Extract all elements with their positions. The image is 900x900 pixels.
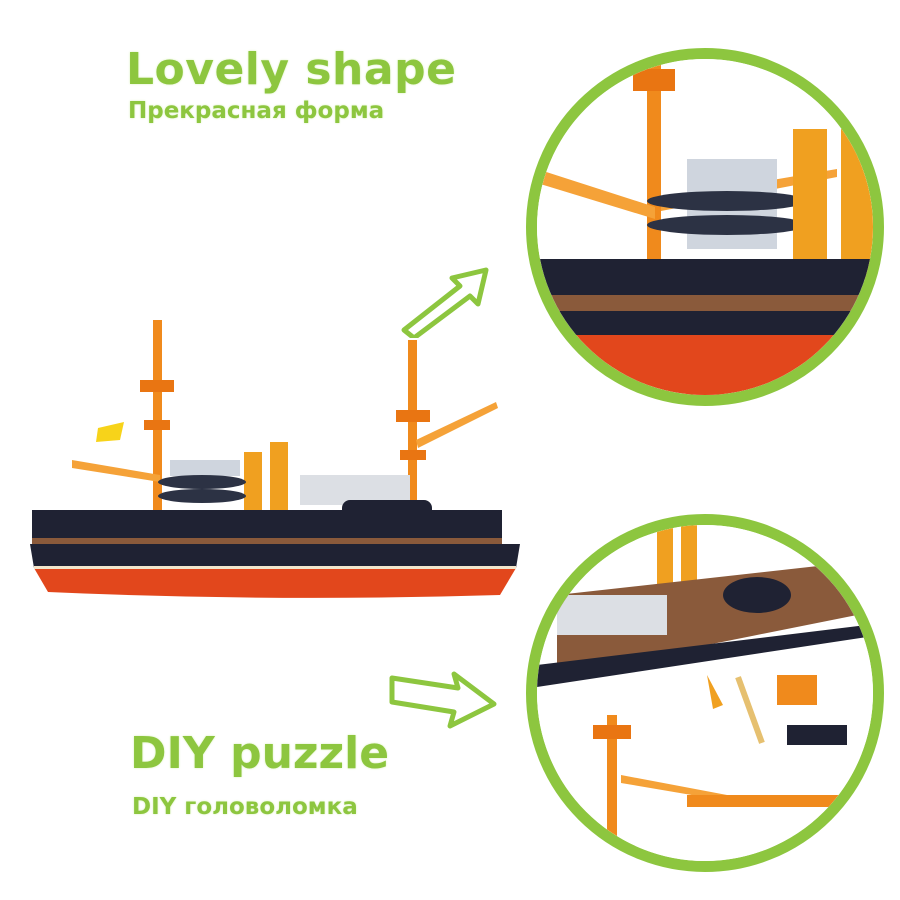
arrow-up-right-icon (398, 258, 498, 338)
ship-detail-closeup (526, 48, 884, 406)
ship-model-image (20, 310, 530, 610)
diy-puzzle-subtitle: DIY головоломка (132, 794, 358, 820)
rear-mast (408, 340, 417, 520)
puzzle-pieces-closeup (526, 514, 884, 872)
arrow-right-icon (388, 660, 500, 736)
diy-puzzle-title: DIY puzzle (130, 728, 390, 779)
lovely-shape-subtitle: Прекрасная форма (128, 98, 385, 124)
lovely-shape-title: Lovely shape (126, 44, 457, 95)
